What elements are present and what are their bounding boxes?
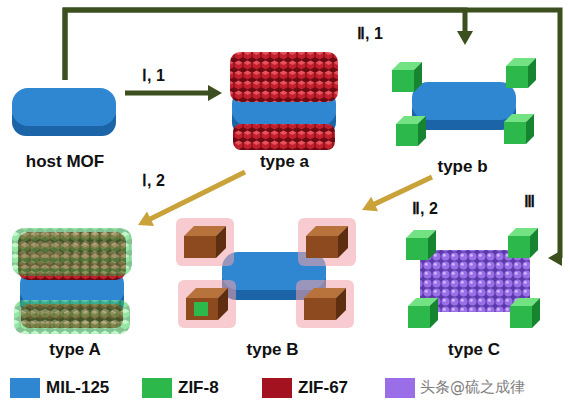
arrow-head [138,212,154,226]
node-region: type C [400,218,548,360]
zif67-layer [233,124,335,150]
legend-swatch [10,378,40,398]
connector [125,85,222,101]
step-label: Ⅱ, 2 [410,199,440,219]
node-label: type C [448,340,500,360]
node-region: type a [222,40,347,172]
step-label: Ⅰ, 1 [140,66,167,86]
node-region: type b [380,45,545,177]
zif8-cube [504,114,534,144]
zif67-layer [230,52,338,102]
mof-slab [12,88,116,136]
arrow-head [208,85,222,101]
zif8-cube [408,298,438,328]
legend-text: MIL-125 [46,378,109,398]
arrow-head [362,197,378,211]
legend-text: ZIF-67 [298,378,348,398]
node-label: type B [247,340,299,360]
connector-line [65,10,465,80]
step-label: Ⅰ, 2 [140,171,167,191]
legend-swatch [385,378,415,398]
connector-line [125,91,210,96]
arrow-head [548,250,562,266]
connector [65,10,473,80]
step-label: Ⅱ, 1 [355,24,385,44]
zif8-core [194,302,208,316]
connector-line [65,10,560,258]
watermark: 头条@硫之成律 [420,377,525,397]
zif8-coating [12,228,132,276]
coated-cube [176,218,234,266]
zif8-cube [392,62,422,92]
node-label: type A [49,340,100,360]
legend-swatch [262,378,292,398]
node-region: host MOF [5,80,125,172]
zif8-cube [406,230,436,260]
zif8-cube [506,58,536,88]
legend-swatch [142,378,172,398]
node-label: type b [437,157,487,177]
connector [65,10,562,266]
zif8-cube [510,298,540,328]
coated-cube [298,218,356,266]
coated-cube [178,280,236,328]
step-label: Ⅲ [522,192,537,212]
node-label: type a [260,152,309,172]
zif8-cube [396,116,426,146]
connector [138,172,245,226]
arrow-head [457,31,473,45]
legend-text: ZIF-8 [178,378,219,398]
node-region: type A [5,225,145,360]
node-region: type B [165,210,380,360]
mof-slab [412,82,516,130]
zif8-coating [14,300,130,334]
coated-cube [296,280,354,328]
node-label: host MOF [26,152,104,172]
zif8-cube [508,228,538,258]
